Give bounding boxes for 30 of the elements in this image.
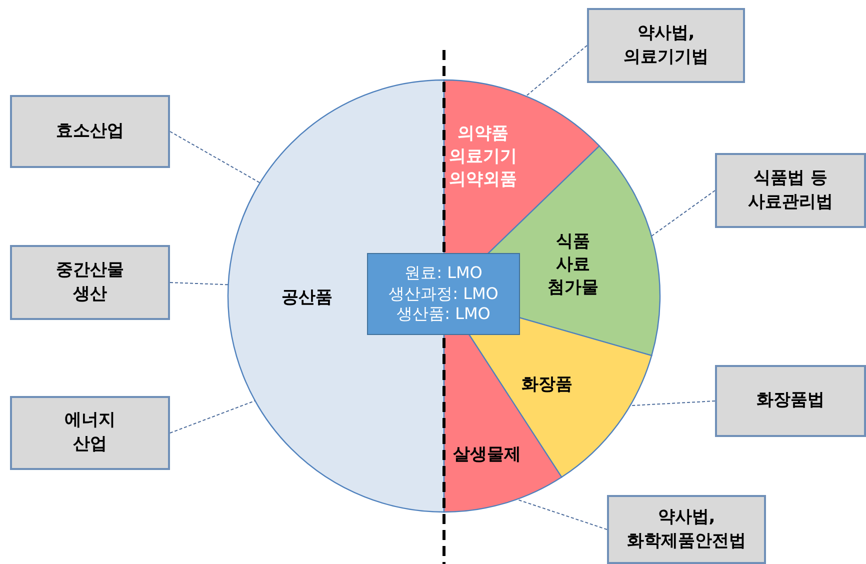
info-text: 생산품: LMO <box>396 304 490 326</box>
box-label: 식품법 등 사료관리법 <box>747 166 834 214</box>
law-box <box>10 245 170 320</box>
leader-line <box>170 131 261 184</box>
box-label: 약사법, 화학제품안전법 <box>626 506 747 552</box>
leader-line <box>516 498 608 530</box>
category-label: 식품 사료 첨가물 <box>548 230 598 300</box>
law-box <box>607 495 766 564</box>
leader-line <box>630 400 716 406</box>
category-label: 공산품 <box>282 286 332 310</box>
box-label: 에너지 산업 <box>64 409 116 456</box>
category-label: 의약품 의료기기 의약외품 <box>449 122 517 192</box>
law-box <box>715 365 866 437</box>
leader-line <box>525 45 588 97</box>
category-label: 살생물제 <box>453 444 521 466</box>
leader-line <box>651 190 716 237</box>
law-box <box>10 396 170 470</box>
leader-line <box>170 282 229 286</box>
box-label: 중간산물 생산 <box>55 258 125 306</box>
info-text: 생산과정: LMO <box>388 284 498 304</box>
info-text: 원료: LMO <box>404 262 482 284</box>
law-box <box>10 95 170 168</box>
box-label: 화장품법 <box>756 389 824 412</box>
law-box <box>715 153 866 228</box>
leader-line <box>170 400 256 434</box>
info-box <box>367 253 520 335</box>
box-label: 약사법, 의료기기법 <box>622 22 710 68</box>
category-label: 화장품 <box>522 374 572 396</box>
law-box <box>587 8 745 83</box>
box-label: 효소산업 <box>56 120 124 143</box>
